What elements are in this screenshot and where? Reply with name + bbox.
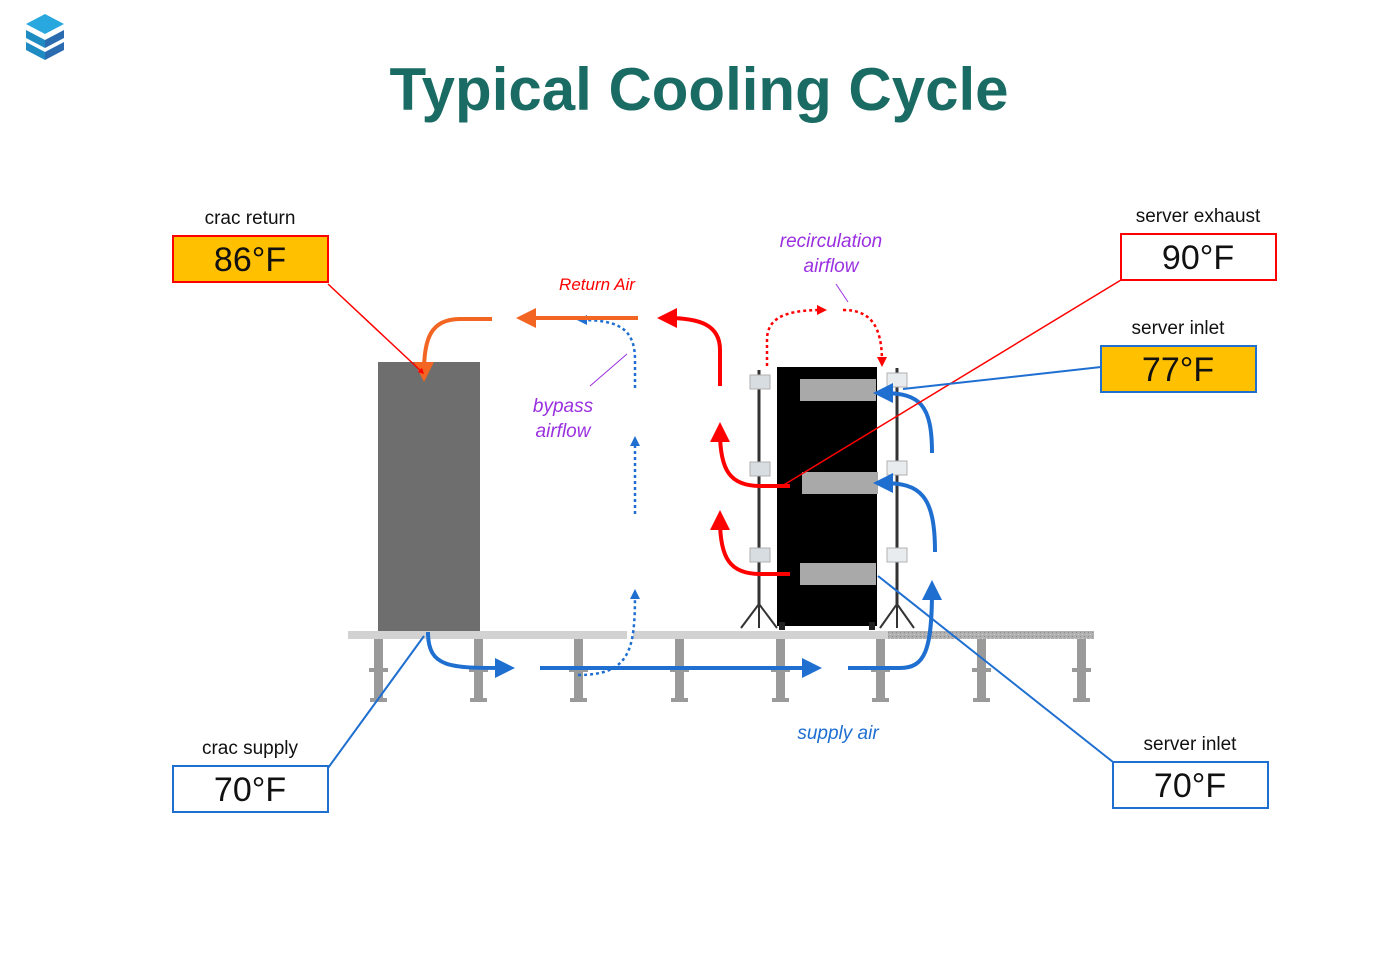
sensor-stand-left [740,370,778,629]
crac-supply-label: crac supply [202,738,299,759]
server-exhaust-value: 90°F [1162,239,1234,277]
bypass-label-line1: bypass [533,396,594,417]
server-inlet-top-label: server inlet [1132,318,1226,339]
perforated-floor-tile [888,631,1094,639]
crac-supply-value: 70°F [214,771,286,809]
leader-lines [327,279,1122,769]
server-inlet-top-value: 77°F [1142,351,1214,389]
crac-return-callout: crac return 86°F [172,208,329,283]
recirculation-airflow-arrows [765,305,887,367]
return-air-label: Return Air [559,275,636,294]
floor-pedestals [369,639,1091,702]
server-exhaust-label: server exhaust [1136,206,1261,227]
crac-supply-callout: crac supply 70°F [172,738,329,813]
server-inlet-bottom-callout: server inlet 70°F [1112,734,1269,809]
stacked-cubes-logo-icon [26,14,64,60]
crac-unit [378,362,480,631]
bypass-label-line2: airflow [536,421,592,442]
crac-return-value: 86°F [214,241,286,279]
server-inlet-bottom-value: 70°F [1154,767,1226,805]
crac-return-label: crac return [205,208,296,229]
bypass-airflow-arrows [577,315,640,677]
server-inlet-bottom-label: server inlet [1144,734,1238,755]
page-title: Typical Cooling Cycle [389,56,1008,123]
exhaust-air-arrows [657,308,790,576]
sensor-stand-right [879,368,915,629]
server-2 [802,472,878,494]
recirculation-label-line2: airflow [804,256,860,277]
server-3 [800,563,876,585]
server-rack [777,367,878,630]
server-exhaust-callout: server exhaust 90°F [1120,206,1277,281]
recirculation-label-line1: recirculation [780,231,882,252]
server-1 [800,379,876,401]
supply-air-label: supply air [797,723,879,744]
supply-air-arrows [426,383,942,678]
return-air-arrows [414,308,638,382]
server-inlet-top-callout: server inlet 77°F [1100,318,1257,393]
